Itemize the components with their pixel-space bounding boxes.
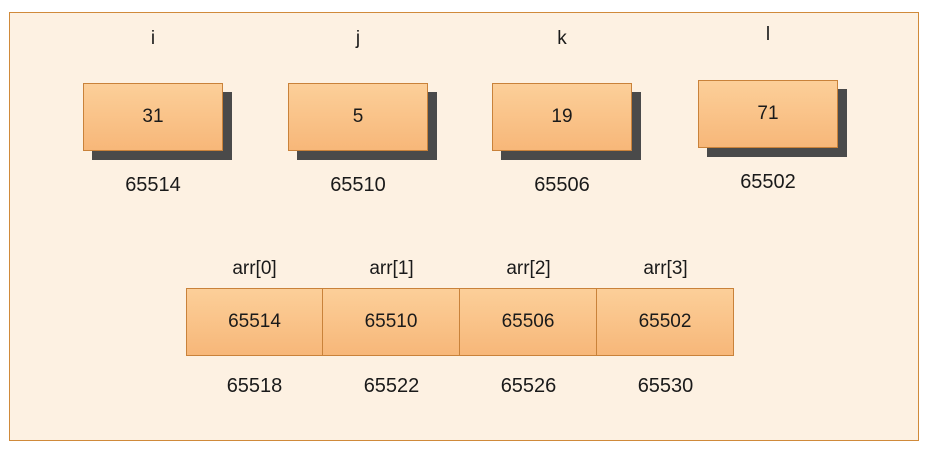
variable-box-k: 19 [492, 83, 632, 151]
array-value-1: 65510 [364, 311, 418, 332]
variable-value-l: 71 [757, 103, 779, 124]
array-label-1: arr[1] [369, 258, 414, 279]
array-address-0: 65518 [226, 375, 283, 397]
array-cell-1: 65510 [323, 288, 460, 356]
variable-address-k: 65506 [534, 174, 590, 196]
variable-name-l: l [765, 24, 771, 45]
array-cell-3: 65502 [597, 288, 734, 356]
array-value-3: 65502 [638, 311, 692, 332]
variable-address-j: 65510 [330, 174, 386, 196]
variable-box-i: 31 [83, 83, 223, 151]
variable-name-j: j [355, 28, 361, 49]
array-label-3: arr[3] [643, 258, 688, 279]
variable-value-j: 5 [352, 106, 364, 127]
variable-address-l: 65502 [740, 171, 796, 193]
variable-value-k: 19 [551, 106, 573, 127]
variable-box-j: 5 [288, 83, 428, 151]
variable-address-i: 65514 [125, 174, 181, 196]
variable-box-l: 71 [698, 80, 838, 148]
array-address-1: 65522 [363, 375, 420, 397]
array-address-3: 65530 [637, 375, 694, 397]
diagram-panel: i 31 65514 j 5 65510 k 19 65506 l 71 655… [9, 12, 919, 441]
array-label-0: arr[0] [232, 258, 277, 279]
array-label-2: arr[2] [506, 258, 551, 279]
array-value-0: 65514 [228, 311, 281, 332]
array-address-2: 65526 [500, 375, 557, 397]
array-cell-0: 65514 [186, 288, 323, 356]
variable-name-k: k [557, 28, 567, 49]
array-cell-2: 65506 [460, 288, 597, 356]
variable-value-i: 31 [142, 106, 164, 127]
pointer-array: 65514 65510 65506 65502 [186, 288, 734, 356]
array-value-2: 65506 [501, 311, 555, 332]
variable-name-i: i [150, 28, 156, 49]
